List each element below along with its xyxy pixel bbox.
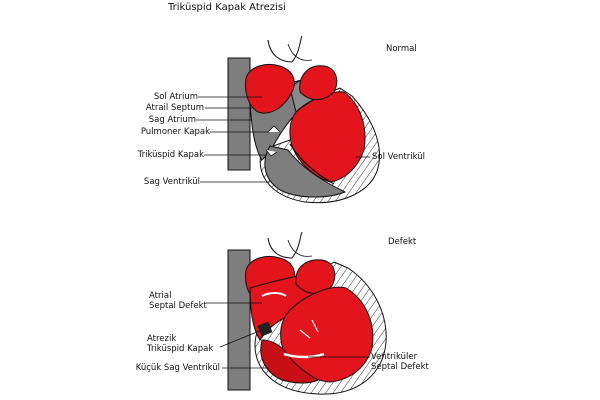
normal-left-ventricle [289, 91, 366, 183]
label-pulmonary-valve: Pulmoner Kapak [140, 127, 210, 137]
defect-small-right-ventricle [260, 339, 320, 384]
normal-heart [227, 35, 381, 204]
label-left-ventricle: Sol Ventrikül [372, 152, 426, 162]
normal-leader-lines [196, 96, 370, 183]
label-vsd-line1: Ventriküler [371, 352, 418, 362]
label-atretic-line1: Atrezik [147, 334, 177, 344]
label-left-atrium: Sol Atrium [153, 92, 198, 102]
normal-aorta [299, 65, 338, 100]
label-small-right-ventricle: Küçük Sag Ventrikül [135, 363, 220, 373]
normal-right-ventricle [264, 145, 347, 198]
label-atrial-septum: Atrail Septum [145, 103, 204, 113]
label-vsd-line2: Septal Defekt [371, 362, 429, 372]
defect-atretic-valve [257, 321, 273, 337]
normal-left-atrium [245, 64, 295, 114]
normal-heading: Normal [386, 44, 417, 54]
label-atretic-line2: Triküspid Kapak [147, 344, 214, 354]
label-asd-line2: Septal Defekt [149, 301, 207, 311]
defect-leader-lines [206, 302, 370, 369]
defect-vena-cava [227, 249, 251, 391]
label-right-ventricle: Sag Ventrikül [143, 177, 200, 187]
label-asd-line1: Atrial [149, 291, 172, 301]
defect-aorta-outline [267, 231, 303, 259]
diagram-title: Triküspid Kapak Atrezisi [168, 2, 286, 13]
label-right-atrium: Sag Atrium [148, 115, 196, 125]
label-tricuspid-valve: Triküspid Kapak [137, 150, 204, 160]
defect-heart [227, 231, 387, 395]
defect-heading: Defekt [388, 237, 417, 247]
defect-vsd-slit [283, 352, 325, 359]
normal-aorta-outline [267, 35, 303, 63]
normal-vena-cava [227, 57, 251, 171]
